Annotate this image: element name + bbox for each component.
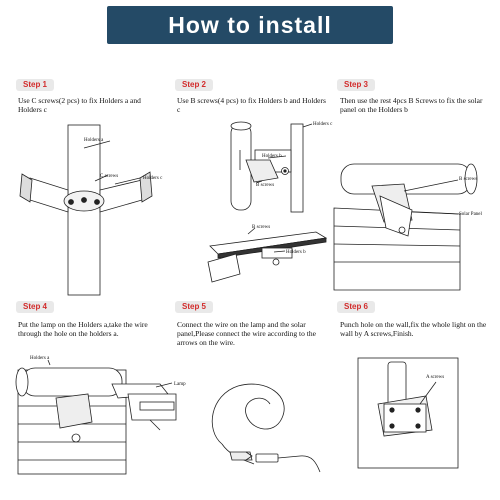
step-4-instruction: Put the lamp on the Holders a,take the w…	[18, 320, 148, 338]
step-6-label-a-screws: A screws	[426, 375, 444, 380]
step-2-label-holders-b-top: Holders b	[262, 154, 282, 159]
step-1-instruction: Use C screws(2 pcs) to fix Holders a and…	[18, 96, 141, 114]
step-2-label-b-screws-top: B screws	[256, 183, 274, 188]
step-1-label-c-screws: C screws	[100, 174, 118, 179]
step-1-figure	[19, 124, 153, 296]
step-2-figure	[207, 121, 328, 283]
step-4-tag: Step 4	[16, 301, 55, 313]
step-1-label-holders-c: Holders c	[143, 176, 163, 181]
step-3-figure	[333, 163, 478, 291]
step-1-tag: Step 1	[16, 79, 55, 91]
step-4-label-lamp: Lamp	[174, 382, 186, 387]
step-6-tag: Step 6	[337, 301, 376, 313]
step-2-label-b-screws-bottom: B screws	[252, 225, 270, 230]
step-1-label-holders-a: Holders a	[84, 138, 104, 143]
step-4-label-holders-a: Holders a	[30, 356, 50, 361]
step-2-tag: Step 2	[175, 79, 214, 91]
step-5-instruction: Connect the wire on the lamp and the sol…	[177, 320, 316, 347]
step-2-label-holders-c: Holders c	[313, 122, 333, 127]
step-4-figure	[15, 359, 177, 475]
step-6-instruction: Punch hole on the wall,fix the whole lig…	[340, 320, 487, 338]
step-3-label-solar-panel: Solar Panel	[459, 212, 483, 217]
step-5-figure	[211, 383, 321, 473]
step-3-tag: Step 3	[337, 79, 376, 91]
step-3-label-b-screws: B screws	[459, 177, 477, 182]
step-2-instruction: Use B screws(4 pcs) to fix Holders b and…	[177, 96, 326, 114]
step-2-label-holders-b-bottom: Holders b	[286, 250, 306, 255]
step-5-tag: Step 5	[175, 301, 214, 313]
step-3-instruction: Then use the rest 4pcs B Screws to fix t…	[340, 96, 483, 114]
step-6-figure	[357, 357, 459, 469]
page-title: How to install	[168, 11, 332, 38]
title-banner: How to install	[107, 6, 393, 44]
